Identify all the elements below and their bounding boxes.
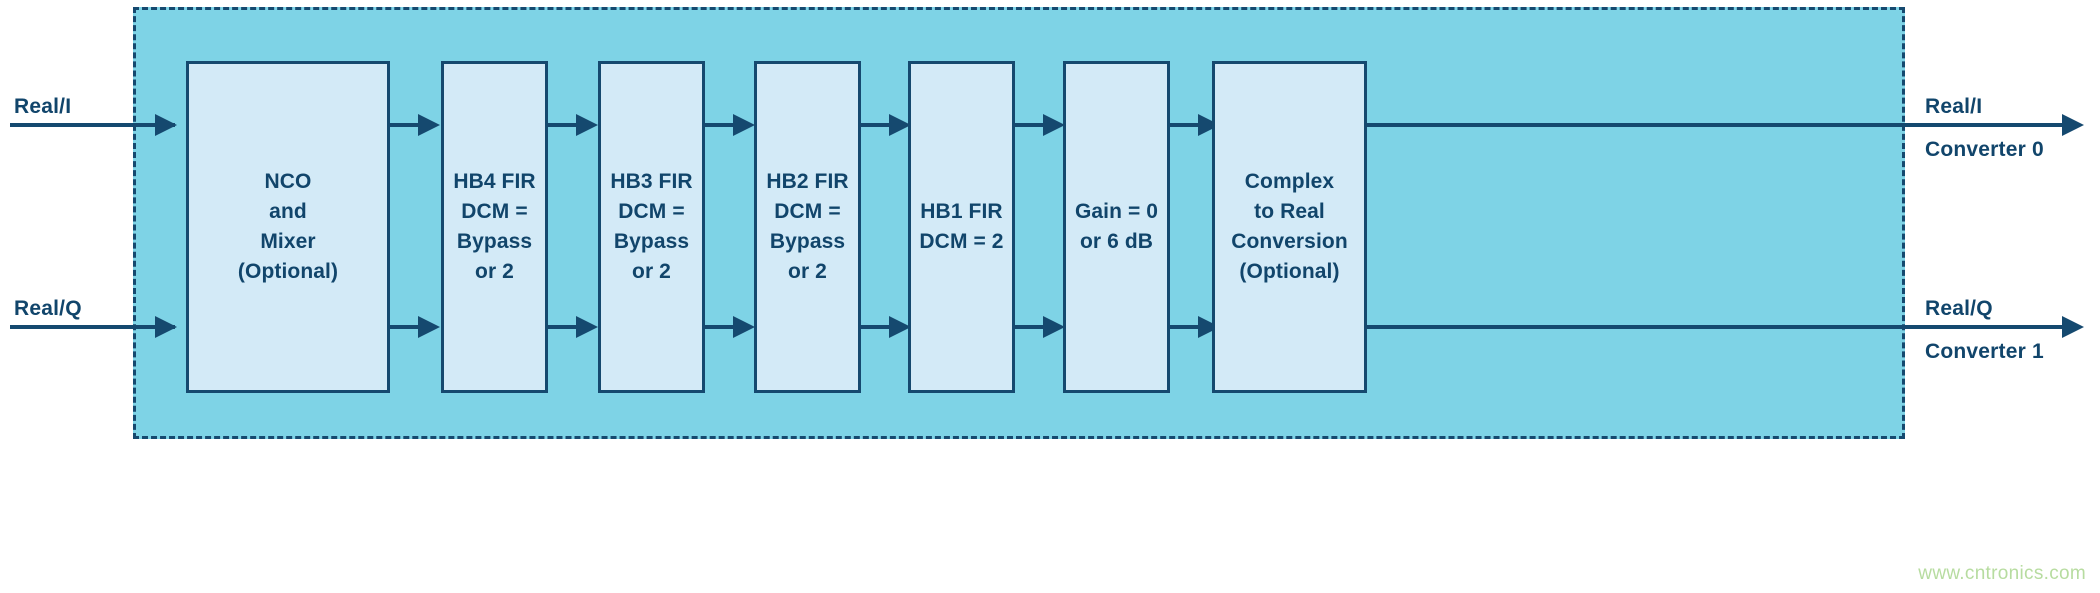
chip-boundary-region (133, 7, 1905, 439)
output-label-converter-0: Converter 0 (1925, 138, 2044, 161)
arrow-hb4-to-hb3-i-icon (576, 114, 598, 136)
block-nco-mixer[interactable]: NCO and Mixer (Optional) (186, 61, 390, 393)
watermark: www.cntronics.com (1918, 563, 2086, 584)
block-hb4-fir-label: HB4 FIR DCM = Bypass or 2 (453, 170, 536, 283)
block-hb1-fir-label: HB1 FIR DCM = 2 (919, 200, 1004, 253)
output-arrow-q-icon (2062, 316, 2084, 338)
wire-nco-to-hb4-i (390, 123, 420, 127)
wire-hb3-to-hb2-q (705, 325, 735, 329)
block-hb3-fir[interactable]: HB3 FIR DCM = Bypass or 2 (598, 61, 705, 393)
arrow-nco-to-hb4-q-icon (418, 316, 440, 338)
arrow-nco-to-hb4-i-icon (418, 114, 440, 136)
arrow-hb4-to-hb3-q-icon (576, 316, 598, 338)
block-hb1-fir[interactable]: HB1 FIR DCM = 2 (908, 61, 1015, 393)
block-gain-label: Gain = 0 or 6 dB (1074, 200, 1159, 253)
output-label-real-i: Real/I (1925, 95, 1983, 118)
wire-hb4-to-hb3-i (548, 123, 578, 127)
wire-hb1-to-gain-q (1015, 325, 1045, 329)
input-label-real-q: Real/Q (14, 297, 82, 320)
block-nco-mixer-label: NCO and Mixer (Optional) (237, 170, 339, 283)
block-hb2-fir-label: HB2 FIR DCM = Bypass or 2 (766, 170, 849, 283)
output-label-converter-1: Converter 1 (1925, 340, 2044, 363)
input-arrow-i-icon (155, 114, 177, 136)
wire-hb2-to-hb1-i (861, 123, 891, 127)
input-wire-i (10, 123, 175, 127)
block-hb2-fir[interactable]: HB2 FIR DCM = Bypass or 2 (754, 61, 861, 393)
block-complex-to-real-label: Complex to Real Conversion (Optional) (1231, 170, 1348, 283)
arrow-hb3-to-hb2-q-icon (733, 316, 755, 338)
arrow-hb1-to-gain-i-icon (1043, 114, 1065, 136)
arrow-hb2-to-hb1-i-icon (889, 114, 911, 136)
wire-hb3-to-hb2-i (705, 123, 735, 127)
wire-hb2-to-hb1-q (861, 325, 891, 329)
output-label-real-q: Real/Q (1925, 297, 1993, 320)
input-label-real-i: Real/I (14, 95, 72, 118)
output-wire-q (1367, 325, 2067, 329)
output-wire-i (1367, 123, 2067, 127)
block-complex-to-real[interactable]: Complex to Real Conversion (Optional) (1212, 61, 1367, 393)
arrow-hb1-to-gain-q-icon (1043, 316, 1065, 338)
wire-hb4-to-hb3-q (548, 325, 578, 329)
block-gain[interactable]: Gain = 0 or 6 dB (1063, 61, 1170, 393)
wire-hb1-to-gain-i (1015, 123, 1045, 127)
wire-gain-to-complex-q (1170, 325, 1200, 329)
block-hb3-fir-label: HB3 FIR DCM = Bypass or 2 (610, 170, 693, 283)
wire-nco-to-hb4-q (390, 325, 420, 329)
block-hb4-fir[interactable]: HB4 FIR DCM = Bypass or 2 (441, 61, 548, 393)
arrow-hb3-to-hb2-i-icon (733, 114, 755, 136)
wire-gain-to-complex-i (1170, 123, 1200, 127)
input-arrow-q-icon (155, 316, 177, 338)
output-arrow-i-icon (2062, 114, 2084, 136)
arrow-hb2-to-hb1-q-icon (889, 316, 911, 338)
input-wire-q (10, 325, 175, 329)
